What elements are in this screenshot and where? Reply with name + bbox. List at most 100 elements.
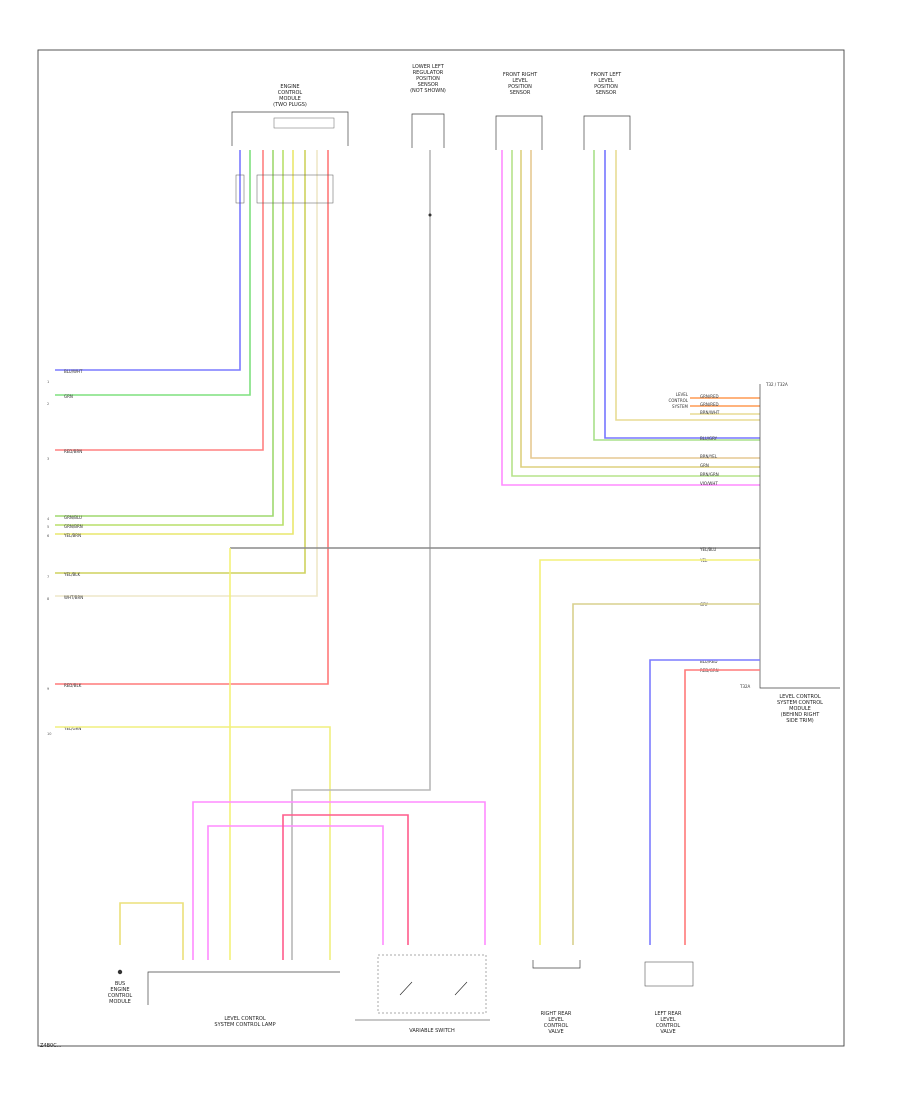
svg-text:MODULE: MODULE xyxy=(109,999,131,1005)
ecm-plug-box xyxy=(273,117,335,129)
ecm-pin-ticks xyxy=(235,174,334,204)
switch-wires xyxy=(119,801,486,960)
svg-text:10: 10 xyxy=(47,732,51,736)
svg-text:BRN/YEL: BRN/YEL xyxy=(700,454,718,459)
wire-front-rh-tan xyxy=(520,150,760,468)
wire-red-brn xyxy=(55,150,264,451)
svg-text:SYSTEM: SYSTEM xyxy=(672,404,688,409)
svg-text:LEVEL CONTROL: LEVEL CONTROL xyxy=(224,1016,266,1022)
svg-text:RIGHT REAR: RIGHT REAR xyxy=(541,1011,572,1017)
svg-text:YEL/BLU: YEL/BLU xyxy=(699,547,716,552)
svg-text:BRN/GRN: BRN/GRN xyxy=(700,472,719,477)
wire-front-lh-tan xyxy=(615,150,760,421)
svg-text:YEL/GRN: YEL/GRN xyxy=(63,726,81,731)
svg-text:8: 8 xyxy=(47,597,49,601)
rr-valve-bracket xyxy=(532,960,581,969)
svg-text:5: 5 xyxy=(47,525,49,529)
svg-text:BLU/RED: BLU/RED xyxy=(700,659,717,664)
lower-left-label-2: REGULATOR xyxy=(413,70,444,76)
svg-text:GRN/BRN: GRN/BRN xyxy=(64,524,83,529)
svg-text:BLU/WHT: BLU/WHT xyxy=(64,369,83,374)
ecm-label-1: ENGINE xyxy=(280,84,299,90)
front-lh-label-2: LEVEL xyxy=(598,78,614,84)
front-rh-label-3: POSITION xyxy=(508,84,532,90)
svg-text:GRN: GRN xyxy=(700,463,709,468)
front-lh-label-4: SENSOR xyxy=(596,90,617,96)
svg-text:T32 / T32A: T32 / T32A xyxy=(765,382,788,387)
rr-valve: RIGHT REAR LEVEL CONTROL VALVE xyxy=(532,960,581,1035)
left-wire-labels: 1 BLU/WHT 2 GRN 3 RED/BRN 4 GRN/BLU 5 GR… xyxy=(47,369,83,736)
control-module: T32 / T32A T32A LEVEL CONTROL SYSTEM CON… xyxy=(739,382,840,724)
svg-text:RED/BRN: RED/BRN xyxy=(64,449,82,454)
switch-box xyxy=(377,954,487,1014)
wire-lr-blu xyxy=(649,659,760,945)
wire-sensor-gray xyxy=(291,150,431,960)
wire-front-rh-brn xyxy=(530,150,760,459)
wire-front-rh-green xyxy=(511,150,760,477)
svg-text:CONTROL: CONTROL xyxy=(668,398,688,403)
lower-left-label-5: (NOT SHOWN) xyxy=(410,88,446,94)
wire-lr-red xyxy=(684,669,760,945)
front-rh-label-1: FRONT RIGHT xyxy=(503,72,538,78)
lower-left-sensor: LOWER LEFT REGULATOR POSITION SENSOR (NO… xyxy=(410,64,446,148)
svg-text:4: 4 xyxy=(47,517,50,521)
svg-text:LEVEL: LEVEL xyxy=(548,1017,564,1023)
ecm-label-3: MODULE xyxy=(279,96,301,102)
svg-text:CONTROL: CONTROL xyxy=(656,1023,681,1029)
svg-text:BRN/WHT: BRN/WHT xyxy=(700,410,720,415)
svg-text:VALVE: VALVE xyxy=(660,1029,675,1035)
svg-text:2: 2 xyxy=(47,402,49,406)
svg-text:CONTROL: CONTROL xyxy=(544,1023,569,1029)
svg-text:BUS: BUS xyxy=(115,981,125,987)
svg-text:GRN: GRN xyxy=(64,394,73,399)
svg-text:6: 6 xyxy=(47,534,49,538)
front-lh-label-3: POSITION xyxy=(594,84,618,90)
wire-blu-wht xyxy=(55,150,241,371)
svg-text:SYSTEM CONTROL LAMP: SYSTEM CONTROL LAMP xyxy=(214,1022,275,1028)
svg-text:YEL/BLK: YEL/BLK xyxy=(63,572,81,577)
wire-grn-brn xyxy=(55,150,284,526)
cm-connector-line xyxy=(759,384,840,689)
lower-left-bracket xyxy=(411,113,445,148)
svg-text:LEVEL: LEVEL xyxy=(660,1017,676,1023)
svg-text:LEVEL CONTROL: LEVEL CONTROL xyxy=(779,694,821,700)
lr-valve-box xyxy=(644,961,694,987)
svg-text:VALVE: VALVE xyxy=(548,1029,563,1035)
svg-text:BLU/GRY: BLU/GRY xyxy=(700,436,718,441)
wire-front-lh-blue xyxy=(604,150,760,439)
lower-left-label-3: POSITION xyxy=(416,76,440,82)
ecm-component: ENGINE CONTROL MODULE (TWO PLUGS) xyxy=(231,84,349,146)
front-lh-bracket xyxy=(583,115,631,150)
wire-rr-yel xyxy=(539,559,760,945)
svg-text:ENGINE: ENGINE xyxy=(110,987,129,993)
wire-yel-brn xyxy=(55,150,294,535)
svg-text:SIDE TRIM): SIDE TRIM) xyxy=(786,718,814,724)
wire-yel-blk xyxy=(55,150,306,574)
svg-text:1: 1 xyxy=(47,380,49,384)
right-wire-labels: GRN/RED GRN/RED BRN/WHT BLU/GRY BRN/YEL … xyxy=(668,392,719,673)
svg-text:(BEHIND RIGHT: (BEHIND RIGHT xyxy=(781,712,821,718)
svg-text:WHT/BRN: WHT/BRN xyxy=(64,595,83,600)
svg-text:VARIABLE SWITCH: VARIABLE SWITCH xyxy=(409,1028,455,1034)
wire-red-blk xyxy=(55,150,329,685)
wire-pink-2 xyxy=(207,825,384,960)
svg-text:CONTROL: CONTROL xyxy=(108,993,133,999)
front-rh-sensor: FRONT RIGHT LEVEL POSITION SENSOR xyxy=(495,72,543,150)
variable-switch: VARIABLE SWITCH xyxy=(355,954,490,1034)
diagram-border xyxy=(37,49,845,1047)
front-rh-wires xyxy=(501,150,760,486)
wire-rr-gry xyxy=(572,603,760,945)
ecm-connector-bracket xyxy=(231,111,349,146)
wire-front-rh-pink xyxy=(501,150,760,486)
front-rh-bracket xyxy=(495,115,543,150)
wire-grn xyxy=(55,150,251,396)
lamp-connector-line xyxy=(147,971,340,1005)
ecm-wires xyxy=(55,150,329,685)
front-rh-label-2: LEVEL xyxy=(512,78,528,84)
wire-cbs xyxy=(119,902,184,960)
svg-text:LEVEL: LEVEL xyxy=(676,392,689,397)
wire-pink-red xyxy=(282,814,409,960)
svg-text:GRN/BLU: GRN/BLU xyxy=(64,515,82,520)
svg-text:7: 7 xyxy=(47,575,49,579)
svg-text:VIO/WHT: VIO/WHT xyxy=(700,481,718,486)
